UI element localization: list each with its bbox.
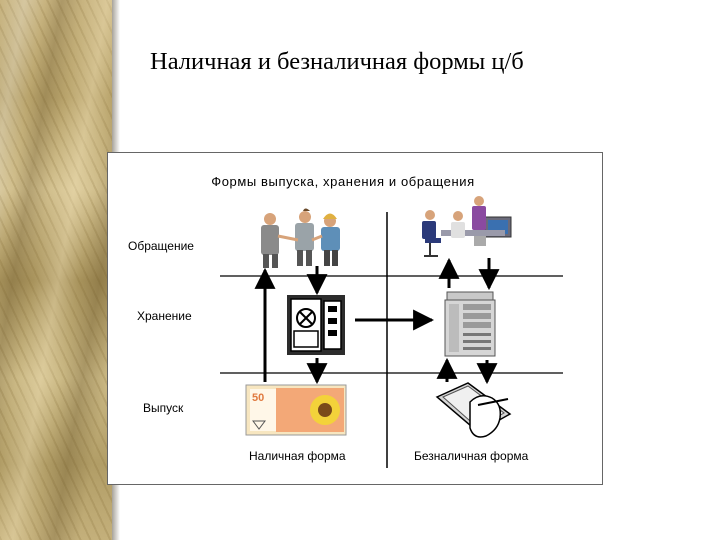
- marble-border: [0, 0, 112, 540]
- hand-writing-tablet-icon: [435, 382, 512, 438]
- slide-title: Наличная и безналичная формы ц/б: [150, 48, 524, 75]
- office-computers-icon: [422, 196, 512, 257]
- safe-vault-icon: [287, 295, 345, 355]
- server-tower-icon: [444, 291, 496, 357]
- people-handshake-icon: [261, 208, 340, 268]
- banknote-denomination: 50: [252, 392, 264, 404]
- row-label-storage: Хранение: [137, 309, 192, 323]
- column-label-cash: Наличная форма: [249, 449, 346, 463]
- row-label-circulation: Обращение: [128, 239, 194, 253]
- diagram-heading: Формы выпуска, хранения и обращения: [211, 174, 475, 189]
- column-label-noncash: Безналичная форма: [414, 449, 529, 463]
- banknote-sunflower-icon: 50: [245, 384, 347, 436]
- row-label-issue: Выпуск: [143, 401, 184, 415]
